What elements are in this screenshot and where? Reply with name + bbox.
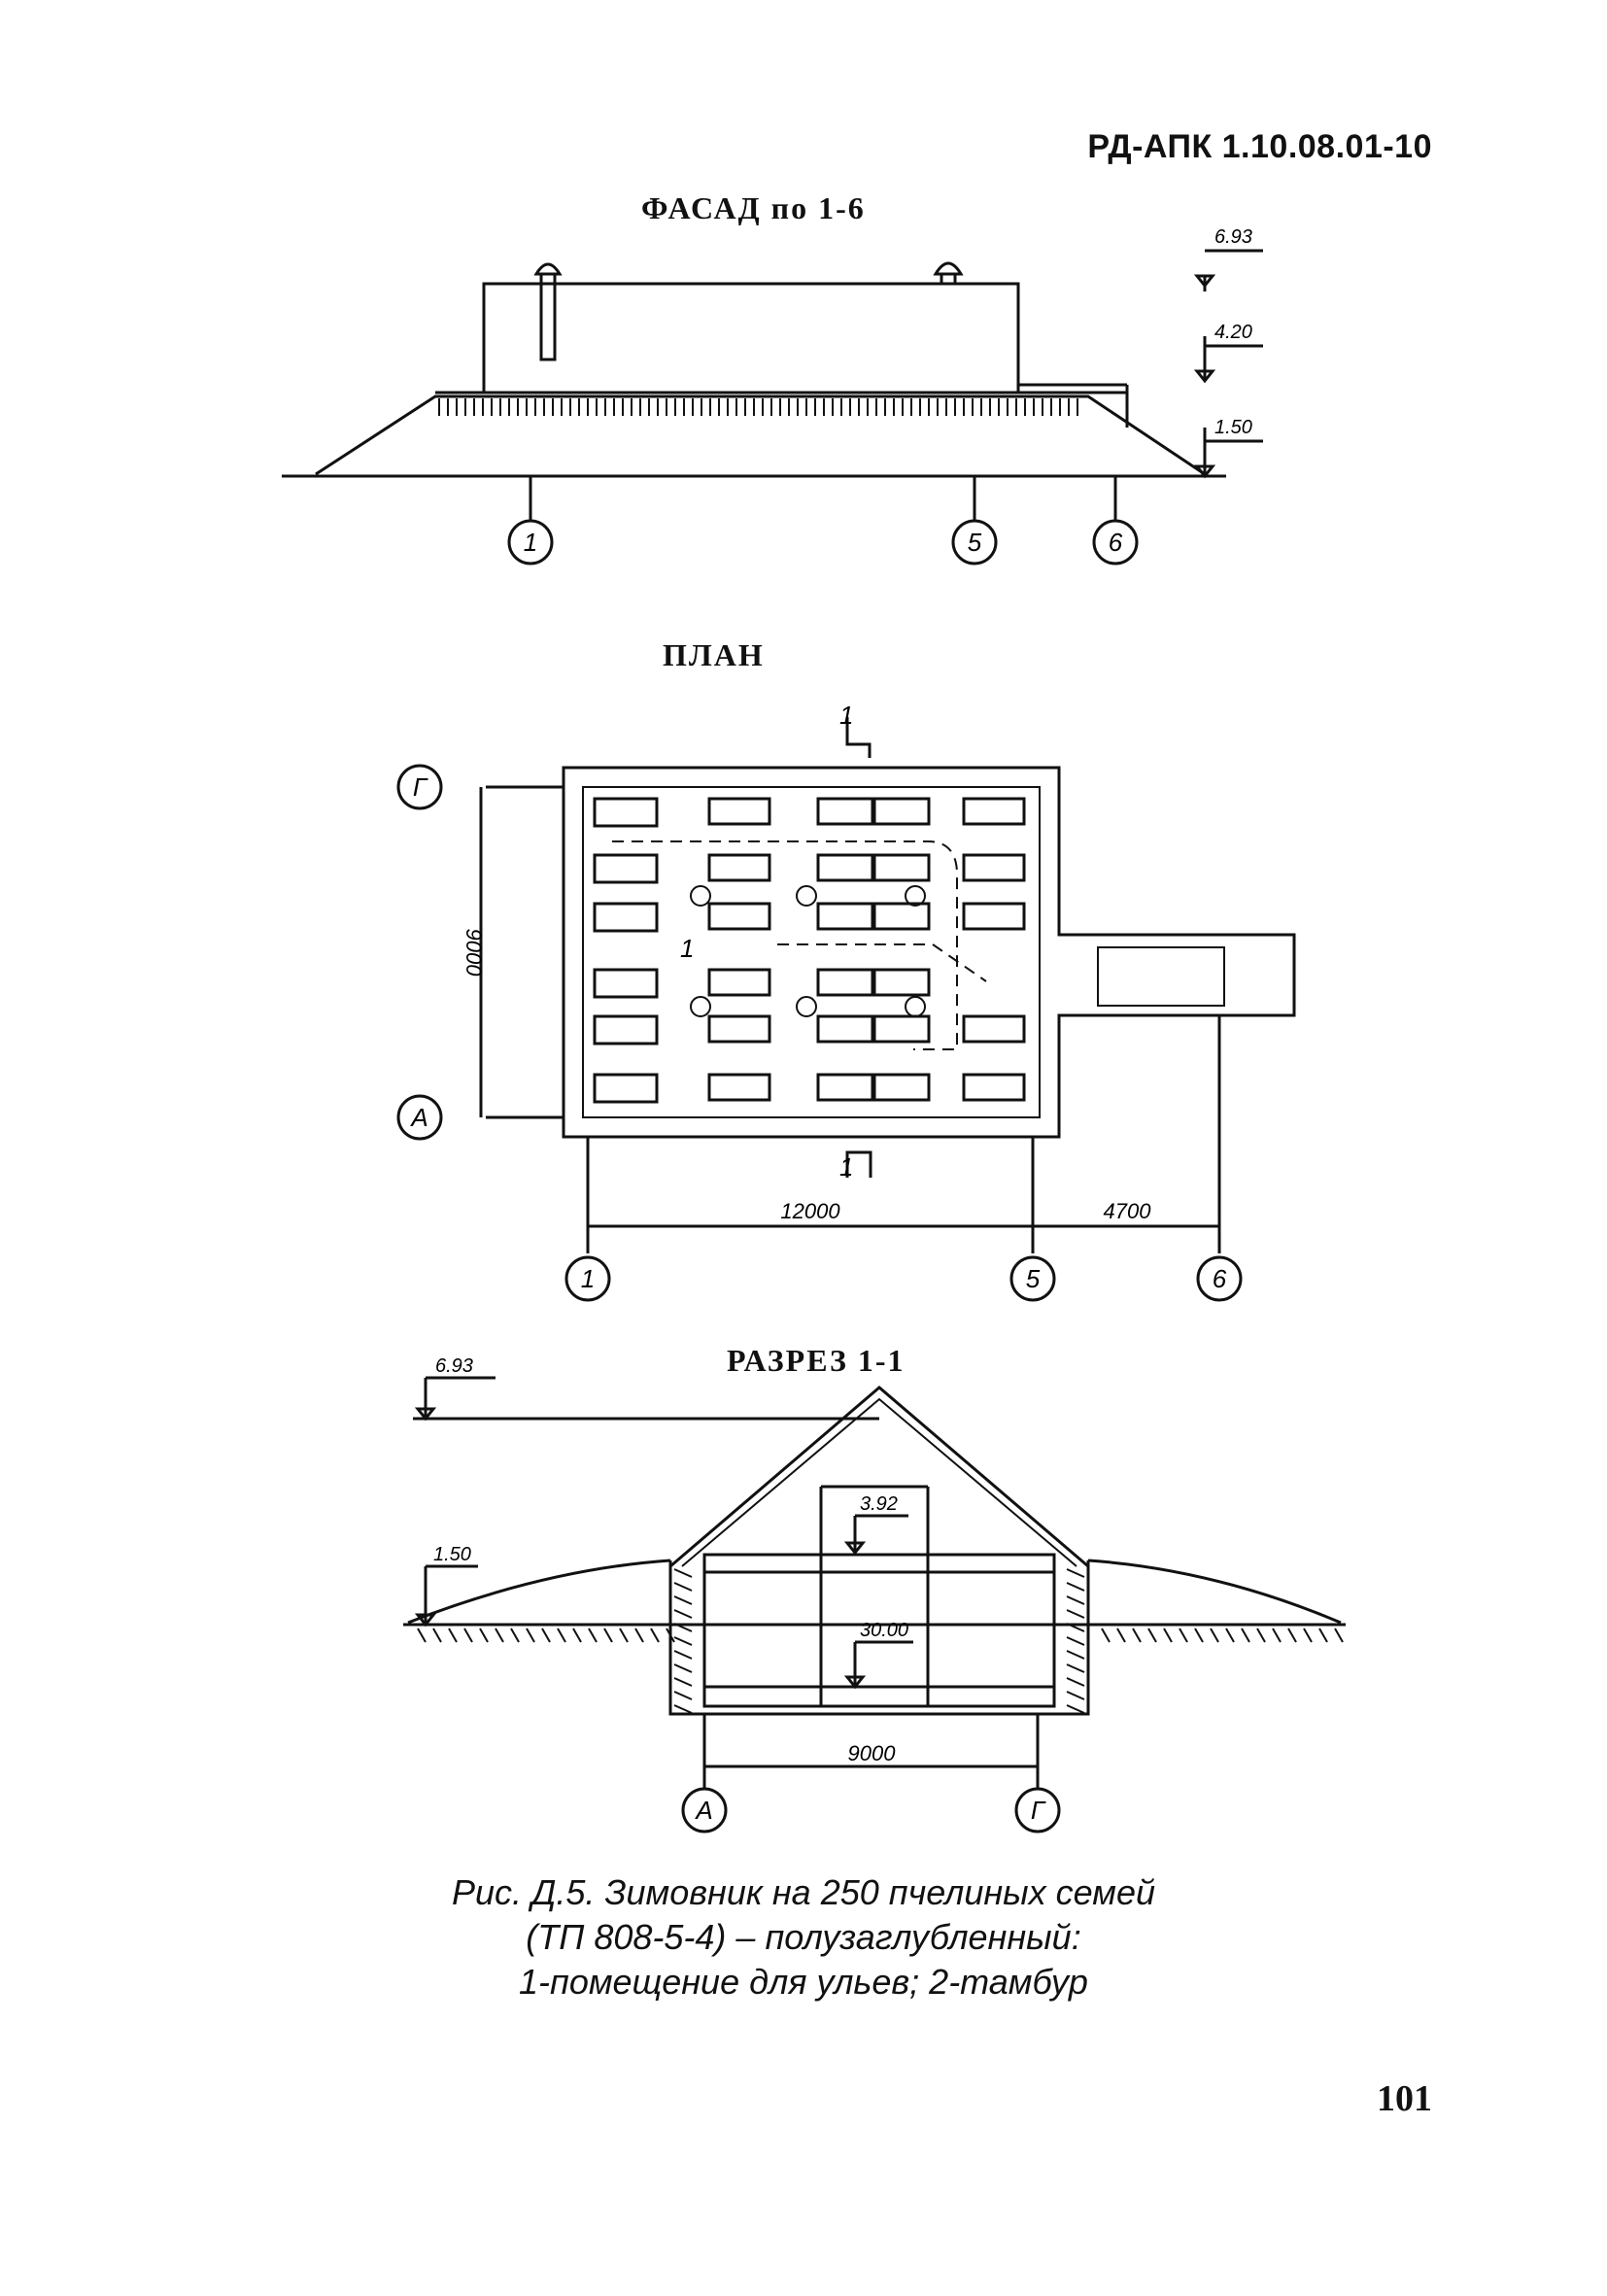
hive (962, 797, 1026, 826)
facade-axis-6: 6 (1109, 528, 1123, 557)
caption-line-1: Рис. Д.5. Зимовник на 250 пчелиных семей (452, 1872, 1155, 1912)
hive (872, 1073, 931, 1102)
hive (707, 853, 771, 882)
plan-drawing: 1 1 1 9000 12000 4700 1 5 6 Г А (396, 701, 1296, 1302)
earth-embankment (315, 394, 1206, 476)
hive (816, 902, 874, 931)
plan-axis-bubble-1 (564, 1255, 611, 1302)
plan-title: ПЛАН (663, 637, 765, 672)
section-axis-bubble-a (681, 1787, 728, 1833)
hive (872, 1014, 931, 1044)
plan-room-label: 1 (680, 934, 694, 963)
hive (816, 853, 874, 882)
figure-caption: Рис. Д.5. Зимовник на 250 пчелиных семей… (318, 1870, 1289, 2005)
hive (962, 902, 1026, 931)
section-earth-hatch (417, 1568, 1344, 1714)
hive (593, 853, 659, 884)
hive (707, 968, 771, 997)
plan-section-mark-top: 1 (839, 701, 853, 730)
plan-axis-bubble-5 (1009, 1255, 1056, 1302)
hive (707, 797, 771, 826)
hive (593, 1014, 659, 1045)
section-axis-g: Г (1031, 1796, 1046, 1825)
section-level-150: 1.50 (433, 1544, 471, 1565)
section-level-693: 6.93 (435, 1355, 473, 1377)
plan-dim-4700: 4700 (1104, 1199, 1152, 1223)
hive (816, 797, 874, 826)
tambour-stairs (1097, 946, 1225, 1007)
section-title: РАЗРЕЗ 1-1 (727, 1343, 906, 1378)
hive (707, 1014, 771, 1044)
caption-line-2: (ТП 808-5-4) – полузаглубленный: (526, 1917, 1081, 1957)
facade-axis-5: 5 (968, 528, 982, 557)
embankment-hatch (438, 398, 1078, 416)
hive (593, 797, 659, 828)
hive (872, 968, 931, 997)
facade-level-693: 6.93 (1214, 226, 1252, 248)
plan-inner-wall (582, 786, 1041, 1118)
caption-line-3: 1-помещение для ульев; 2-тамбур (519, 1962, 1088, 2002)
plan-section-mark-bottom: 1 (839, 1152, 853, 1182)
plan-dim-12000: 12000 (780, 1199, 840, 1223)
facade-axis-bubble-1 (507, 519, 554, 565)
section-drawing: 6.93 1.50 3.92 30.00 9000 А Г (403, 1355, 1346, 1833)
facade-title: ФАСАД по 1-6 (641, 190, 866, 225)
hive (872, 853, 931, 882)
section-level-3000: 30.00 (860, 1620, 908, 1641)
hive (816, 968, 874, 997)
plan-axis-bubble-g (396, 764, 443, 810)
plan-hives (593, 797, 1026, 1104)
document-code: РД-АПК 1.10.08.01-10 (1087, 128, 1432, 165)
section-level-392: 3.92 (860, 1493, 898, 1515)
hive (816, 1014, 874, 1044)
hive (593, 968, 659, 999)
vent-cap-left (533, 262, 563, 276)
hive (593, 1073, 659, 1104)
hive (872, 902, 931, 931)
plan-axis-bubble-a (396, 1094, 443, 1141)
plan-axis-bubble-6 (1196, 1255, 1243, 1302)
hive (962, 853, 1026, 882)
hive (707, 902, 771, 931)
section-roof (669, 1386, 1089, 1568)
vent-cap-right (933, 261, 964, 276)
facade-axis-1: 1 (524, 528, 537, 557)
facade-level-420: 4.20 (1214, 322, 1252, 343)
plan-outer-wall (562, 766, 1296, 1139)
facade-level-150: 1.50 (1214, 417, 1252, 438)
plan-axis-5: 5 (1026, 1264, 1041, 1293)
facade-axis-bubble-6 (1092, 519, 1139, 565)
hive (707, 1073, 771, 1102)
section-dim-9000: 9000 (848, 1741, 897, 1765)
plan-axis-a: А (409, 1103, 427, 1132)
hive (962, 1073, 1026, 1102)
plan-axis-1: 1 (581, 1264, 595, 1293)
hive (872, 797, 931, 826)
facade-drawing: 6.93 4.20 1.50 1 5 6 (282, 226, 1263, 565)
hive (593, 902, 659, 933)
section-axis-bubble-g (1014, 1787, 1061, 1833)
page-number: 101 (1377, 2078, 1432, 2119)
plan-axis-g: Г (413, 772, 428, 802)
facade-axis-bubble-5 (951, 519, 998, 565)
section-axis-a: А (694, 1796, 712, 1825)
plan-dim-9000: 9000 (462, 929, 486, 977)
hive (816, 1073, 874, 1102)
section-room (702, 1553, 1056, 1708)
plan-axis-6: 6 (1213, 1264, 1227, 1293)
hive (962, 1014, 1026, 1044)
